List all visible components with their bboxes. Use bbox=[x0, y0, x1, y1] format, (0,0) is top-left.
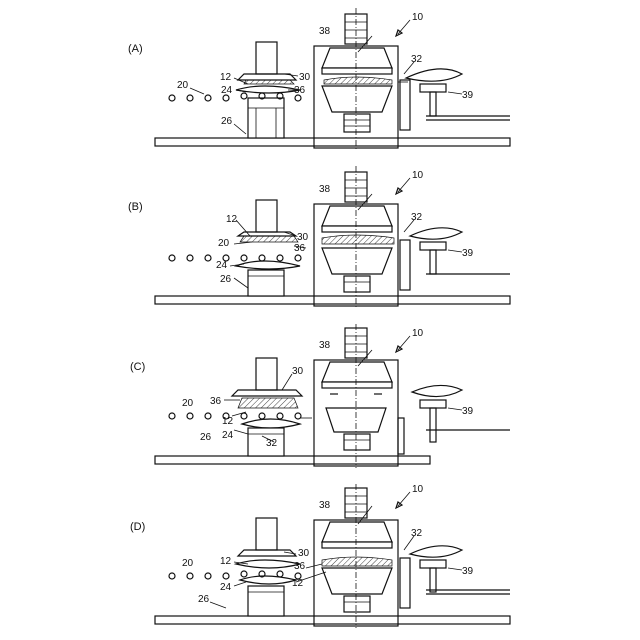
ref-24: 24 bbox=[222, 430, 234, 441]
right-unloader bbox=[412, 385, 510, 442]
ref-20: 20 bbox=[182, 398, 194, 409]
ref-10: 10 bbox=[412, 12, 424, 23]
ref-12: 12 bbox=[226, 214, 238, 225]
ref-38: 38 bbox=[319, 340, 331, 351]
ref-24: 24 bbox=[220, 582, 232, 593]
panel-b: (B) bbox=[128, 166, 510, 308]
right-unloader bbox=[410, 228, 510, 274]
ref-39: 39 bbox=[462, 406, 474, 417]
panel-label: (D) bbox=[130, 521, 145, 533]
ref-10: 10 bbox=[412, 484, 424, 495]
ref-38: 38 bbox=[319, 500, 331, 511]
workpiece-row bbox=[169, 413, 301, 419]
base-rail bbox=[155, 616, 510, 624]
ref-36: 36 bbox=[294, 243, 306, 254]
ref-30: 30 bbox=[297, 232, 309, 243]
ref-26: 26 bbox=[200, 432, 212, 443]
ref-10: 10 bbox=[412, 328, 424, 339]
ref-39: 39 bbox=[462, 566, 474, 577]
ref-26: 26 bbox=[221, 116, 233, 127]
ref-30: 30 bbox=[292, 366, 304, 377]
left-press bbox=[236, 518, 300, 616]
ref-10: 10 bbox=[412, 170, 424, 181]
ref-36: 36 bbox=[294, 85, 306, 96]
ref-32: 32 bbox=[411, 528, 423, 539]
ref-12a: 12 bbox=[220, 556, 232, 567]
left-press bbox=[236, 200, 300, 296]
panel-d: (D) bbox=[130, 484, 510, 628]
ref-32: 32 bbox=[411, 54, 423, 65]
workpiece-row bbox=[169, 255, 301, 261]
ref-39: 39 bbox=[462, 90, 474, 101]
ref-24: 24 bbox=[221, 85, 233, 96]
base-rail bbox=[155, 296, 510, 304]
ref-36: 36 bbox=[210, 396, 222, 407]
panel-c: (C) bbox=[130, 324, 510, 468]
base-rail bbox=[155, 456, 430, 464]
ref-20: 20 bbox=[218, 238, 230, 249]
panel-label: (A) bbox=[128, 43, 143, 55]
ref-12: 12 bbox=[222, 416, 234, 427]
ref-12: 12 bbox=[220, 72, 232, 83]
ref-20: 20 bbox=[182, 558, 194, 569]
right-unloader bbox=[406, 69, 510, 120]
ref-39: 39 bbox=[462, 248, 474, 259]
ref-32: 32 bbox=[411, 212, 423, 223]
ref-38: 38 bbox=[319, 26, 331, 37]
ref-26: 26 bbox=[220, 274, 232, 285]
ref-30: 30 bbox=[298, 548, 310, 559]
ref-36: 36 bbox=[294, 561, 306, 572]
ref-24: 24 bbox=[216, 260, 228, 271]
panel-label: (B) bbox=[128, 201, 143, 213]
ref-32: 32 bbox=[266, 438, 278, 449]
ref-30: 30 bbox=[299, 72, 311, 83]
ref-38: 38 bbox=[319, 184, 331, 195]
ref-20: 20 bbox=[177, 80, 189, 91]
base-rail bbox=[155, 138, 510, 146]
panel-a: (A) bbox=[128, 8, 510, 150]
panel-label: (C) bbox=[130, 361, 145, 373]
ref-12b: 12 bbox=[292, 578, 304, 589]
ref-26: 26 bbox=[198, 594, 210, 605]
